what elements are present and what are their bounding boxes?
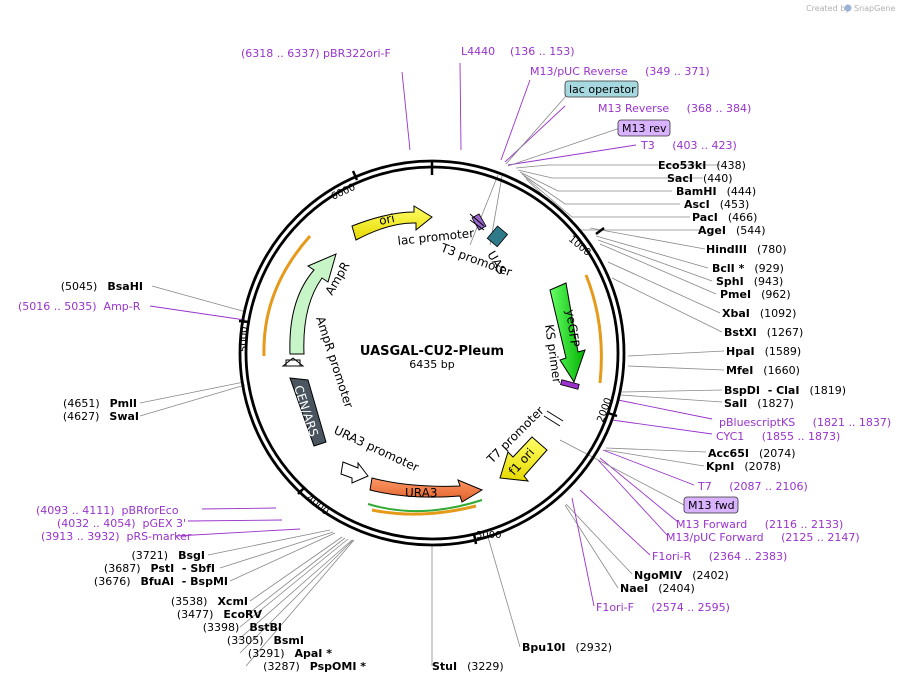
ampr-arrow <box>289 253 337 355</box>
tick-3000: 3000 <box>476 530 501 541</box>
primer-lines <box>149 62 713 607</box>
primer-m13-reverse: M13 Reverse (368 .. 384) <box>598 102 751 115</box>
site-psti-sbfi: (3687)PstI - SbfI <box>104 562 215 575</box>
ruler-ticks <box>238 170 618 545</box>
ura3-arrow <box>369 477 484 503</box>
site-pspomi: (3287)PspOMI * <box>263 660 366 673</box>
primer-f1ori-f: F1ori-F (2574 .. 2595) <box>596 601 730 614</box>
site-eco53ki: Eco53kI(438) <box>658 159 746 172</box>
snapgene-credit: Created by SnapGene <box>806 4 895 13</box>
primer-pgex3: (4032 .. 4054) pGEX 3' <box>57 517 186 530</box>
ori-label: ori <box>378 211 396 228</box>
primer-cyc1: CYC1 (1855 .. 1873) <box>716 430 840 443</box>
credit-prefix: Created by <box>806 4 850 13</box>
lac-operator-box <box>564 80 639 98</box>
m13-fwd-box <box>683 496 739 514</box>
site-swai: (4627)SwaI <box>63 410 139 423</box>
primer-m13-puc-reverse: M13/pUC Reverse (349 .. 371) <box>530 65 710 78</box>
site-bstxi: BstXI(1267) <box>724 326 803 339</box>
primer-l4440: L4440 <box>461 45 495 58</box>
tick-6000: 6000 <box>330 182 358 203</box>
site-bpu10i: Bpu10I(2932) <box>522 641 612 654</box>
ura3-label: URA3 <box>405 486 437 500</box>
site-naei: NaeI(2404) <box>620 582 695 595</box>
site-agei: AgeI(544) <box>698 224 766 237</box>
left-primer-labels: (5016 .. 5035) Amp-R (4093 .. 4111) pBRf… <box>18 300 192 543</box>
primer-prs-marker: (3913 .. 3932) pRS-marker <box>41 530 192 543</box>
site-bsmi: (3305)BsmI <box>227 634 304 647</box>
f1-ori-arrow <box>499 436 548 482</box>
site-bspdi-clai: BspDI - ClaI(1819) <box>724 384 846 397</box>
site-kpni: KpnI(2078) <box>706 460 781 473</box>
primer-arcs <box>262 235 603 516</box>
yegfp-arrow <box>549 282 586 384</box>
ori-arrow <box>351 205 433 241</box>
site-saci: SacI(440) <box>667 172 733 185</box>
site-stui: StuI(3229) <box>432 660 504 673</box>
lac-operator-label: lac operator <box>569 83 636 96</box>
site-bamhi: BamHI(444) <box>676 185 756 198</box>
site-bsgi: (3721)BsgI <box>132 549 205 562</box>
yegfp-label: yeGFP <box>563 308 582 348</box>
site-sali: SalI(1827) <box>724 397 794 410</box>
site-paci: PacI(466) <box>692 211 757 224</box>
plasmid-length: 6435 bp <box>409 358 454 371</box>
primer-pbluescriptks: pBluescriptKS (1821 .. 1837) <box>719 416 891 429</box>
site-apai: (3291)ApaI * <box>248 647 332 660</box>
snapgene-logo-icon <box>844 4 852 12</box>
site-ecorv: (3477)EcoRV <box>177 608 263 621</box>
ampr-promoter-label: AmpR promoter <box>313 315 356 410</box>
right-enzyme-labels: Eco53kI(438) SacI(440) BamHI(444) AscI(4… <box>432 159 846 673</box>
box-lines <box>505 95 685 506</box>
plasmid-name: UASGAL-CU2-Pleum <box>360 344 504 359</box>
site-pmli: (4651)PmlI <box>63 397 137 410</box>
m13-fwd-label: M13 fwd <box>688 499 735 512</box>
credit-brand: SnapGene <box>854 4 895 13</box>
primer-pbrforeco: (4093 .. 4111) pBRforEco <box>36 504 179 517</box>
site-asci: AscI(453) <box>684 198 749 211</box>
right-primer-labels: pBluescriptKS (1821 .. 1837) CYC1 (1855 … <box>596 416 891 614</box>
ura3-green-arc <box>367 499 483 513</box>
primer-m13-puc-forward: M13/pUC Forward (2125 .. 2147) <box>666 531 860 544</box>
site-bfuai-bspmi: (3676)BfuAI - BspMI <box>94 575 228 588</box>
primer-l4440-range: (136 .. 153) <box>510 45 575 58</box>
tick-4000: 4000 <box>304 493 331 518</box>
site-mfei: MfeI(1660) <box>726 364 800 377</box>
lac-promoter-label: lac promoter <box>397 226 475 248</box>
site-bcli: BclI *(929) <box>712 262 784 275</box>
m13-rev-box <box>617 119 671 137</box>
site-ngomiv: NgoMIV(2402) <box>634 569 729 582</box>
site-hindiii: HindIII(780) <box>706 243 787 256</box>
primer-m13-forward: M13 Forward (2116 .. 2133) <box>676 518 843 531</box>
site-markers <box>469 213 564 427</box>
site-sphi: SphI(943) <box>716 275 783 288</box>
top-primer-labels: (6318 .. 6337) pBR322ori-F L4440 (136 ..… <box>241 45 751 152</box>
uas-box <box>486 225 509 248</box>
tick-5000: 5000 <box>239 327 250 352</box>
site-xbai: XbaI(1092) <box>722 307 796 320</box>
m13-rev-label: M13 rev <box>622 122 667 135</box>
site-xcmi: (3538)XcmI <box>171 595 248 608</box>
site-acc65i: Acc65I(2074) <box>708 447 796 460</box>
primer-t3: T3 (403 .. 423) <box>640 139 737 152</box>
site-hpai: HpaI(1589) <box>726 345 801 358</box>
site-bsahi: (5045)BsaHI <box>61 280 143 293</box>
primer-t7: T7 (2087 .. 2106) <box>697 480 808 493</box>
ampr-promoter-arrow <box>281 357 305 367</box>
cen-ars-box <box>289 377 327 447</box>
left-enzyme-labels: (5045)BsaHI (4651)PmlI (4627)SwaI (3721)… <box>61 280 366 673</box>
ks-primer-mark <box>560 379 580 390</box>
primer-pbr322ori-f: (6318 .. 6337) pBR322ori-F <box>241 47 391 60</box>
site-pmei: PmeI(962) <box>720 288 791 301</box>
primer-f1ori-r: F1ori-R (2364 .. 2383) <box>652 550 787 563</box>
primer-amp-r: (5016 .. 5035) Amp-R <box>18 300 141 313</box>
ura3-promoter-arrow <box>340 461 369 484</box>
site-bstbi: (3398)BstBI <box>203 621 282 634</box>
